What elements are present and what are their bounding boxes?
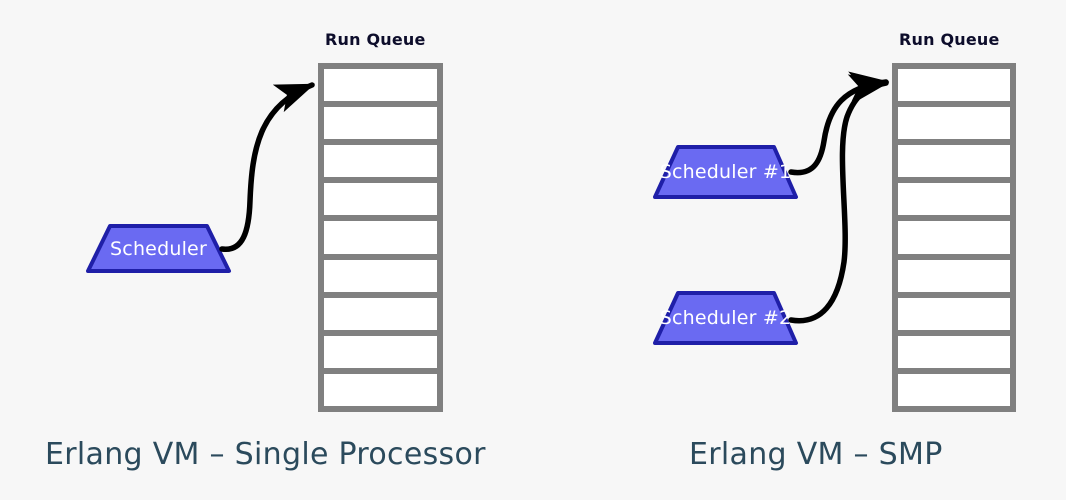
queue-cell[interactable] bbox=[898, 145, 1010, 178]
run-queue-title-left: Run Queue bbox=[325, 30, 426, 49]
queue-cell[interactable] bbox=[324, 183, 437, 216]
scheduler-shape-1[interactable]: Scheduler #1 bbox=[653, 145, 798, 199]
scheduler-shape-single[interactable]: Scheduler bbox=[86, 224, 231, 273]
caption-smp: Erlang VM – SMP bbox=[689, 437, 943, 472]
scheduler-shape-2[interactable]: Scheduler #2 bbox=[653, 291, 798, 345]
run-queue-title-right: Run Queue bbox=[899, 30, 1000, 49]
queue-cell[interactable] bbox=[898, 297, 1010, 330]
queue-cell[interactable] bbox=[898, 107, 1010, 140]
queue-cell[interactable] bbox=[324, 107, 437, 140]
trapezoid-icon bbox=[86, 224, 231, 273]
caption-single-processor: Erlang VM – Single Processor bbox=[45, 437, 486, 472]
arrow-scheduler-to-queue bbox=[219, 82, 316, 252]
queue-cell[interactable] bbox=[898, 183, 1010, 216]
arrows-layer-left bbox=[219, 82, 316, 252]
queue-cell[interactable] bbox=[324, 297, 437, 330]
run-queue-right bbox=[892, 63, 1016, 412]
queue-cell[interactable] bbox=[898, 259, 1010, 292]
panel-smp: Run Queue Scheduler #1 Scheduler #2 bbox=[533, 0, 1066, 500]
queue-cell[interactable] bbox=[898, 373, 1010, 406]
arrow-scheduler1-to-queue bbox=[788, 71, 890, 176]
queue-cell[interactable] bbox=[324, 335, 437, 368]
panel-single-processor: Run Queue Scheduler bbox=[45, 30, 486, 472]
arrow-scheduler2-to-queue bbox=[788, 74, 890, 324]
trapezoid-icon bbox=[653, 145, 798, 199]
queue-cell[interactable] bbox=[324, 69, 437, 102]
queue-cell[interactable] bbox=[898, 335, 1010, 368]
queue-cell[interactable] bbox=[324, 221, 437, 254]
queue-cell[interactable] bbox=[898, 221, 1010, 254]
queue-cell[interactable] bbox=[324, 145, 437, 178]
queue-cell[interactable] bbox=[324, 259, 437, 292]
queue-cell[interactable] bbox=[898, 69, 1010, 102]
run-queue-left bbox=[318, 63, 443, 412]
queue-cell[interactable] bbox=[324, 373, 437, 406]
trapezoid-icon bbox=[653, 291, 798, 345]
